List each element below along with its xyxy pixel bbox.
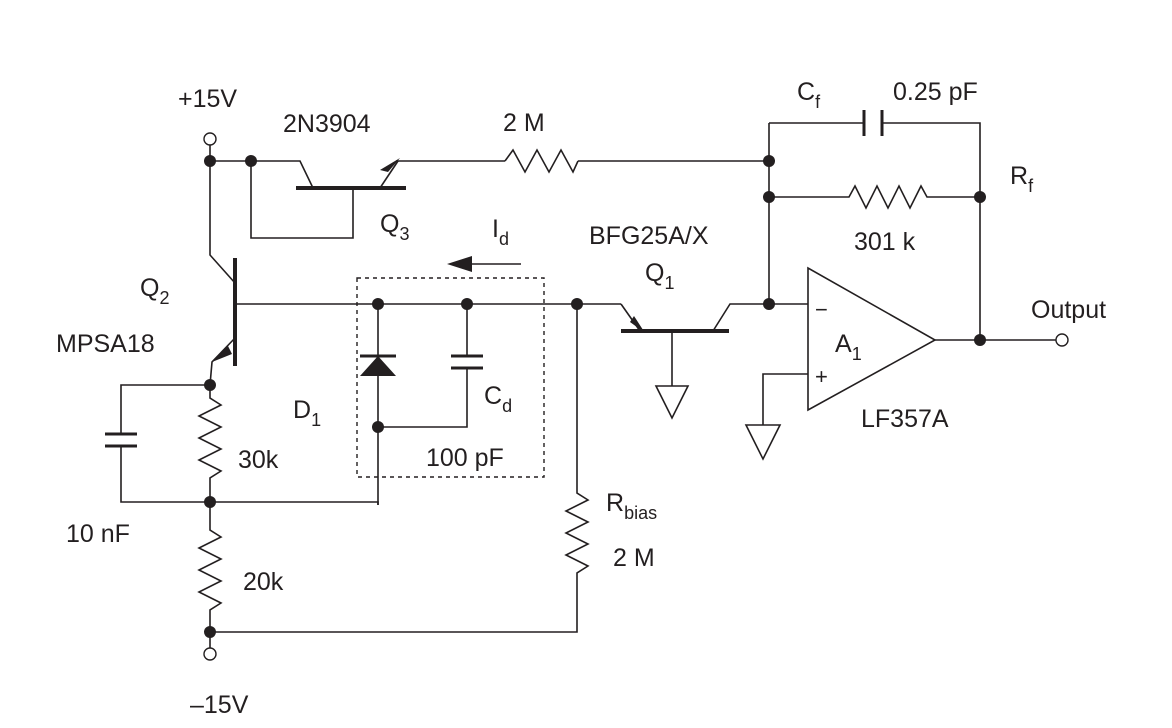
photodiode-d1 [360,354,396,376]
q2-base-bar [233,258,237,366]
id-current-arrow [447,256,521,272]
q3-part-label: 2N3904 [283,110,371,138]
q1-name-label: Q1 [645,259,674,293]
r-top-value-label: 2 M [503,109,545,137]
opamp-a1 [807,266,937,412]
c10n-label: 10 nF [66,520,130,548]
q3-emitter-leg [379,160,399,189]
q3-name-label: Q3 [380,210,409,244]
d1-name-label: D1 [293,396,321,430]
vminus-label: –15V [190,691,249,719]
q3-emitter-arrow [380,158,400,172]
output-label: Output [1031,296,1106,324]
q2-name-label: Q2 [140,274,169,308]
q1-base-bar [621,329,729,333]
q2-part-label: MPSA18 [56,330,155,358]
q1-ground-symbol [654,385,690,420]
photodiode-package-box [356,277,545,478]
rf-name-label: Rf [1010,162,1034,196]
cd-value-label: 100 pF [426,444,504,472]
vplus-label: +15V [178,85,237,113]
q1-part-label: BFG25A/X [589,222,709,250]
c10n-capacitor [105,432,137,448]
cd-name-label: Cd [484,382,512,416]
q3-base-bar [296,186,406,190]
opamp-plus-sign: + [815,364,828,389]
opamp-minus-sign: − [815,297,828,322]
rf-value-label: 301 k [854,228,916,256]
r30k-label: 30k [238,446,279,474]
cf-name-label: Cf [797,78,821,112]
cf-capacitor [862,110,884,136]
r20k-label: 20k [243,568,284,596]
id-label: Id [492,215,509,249]
opamp-part-label: LF357A [861,405,949,433]
q2-emitter-arrow [212,346,232,362]
cf-value-label: 0.25 pF [893,78,978,106]
rbias-name-label: Rbias [606,489,657,523]
q1-emitter-arrow [630,316,645,333]
junction-dots [204,155,986,638]
opamp-name-label: A1 [835,330,862,364]
opamp-ground-symbol [744,424,782,461]
cd-capacitor [451,354,483,370]
output-terminal [1055,333,1069,347]
vplus-terminal [203,132,217,146]
rbias-value-label: 2 M [613,544,655,572]
vminus-terminal [203,647,217,661]
